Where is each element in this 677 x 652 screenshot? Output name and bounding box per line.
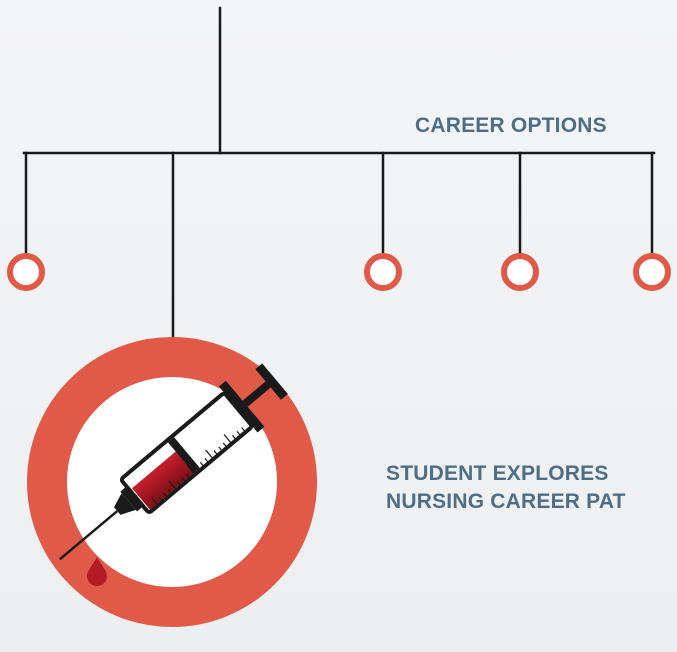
- career-option-node-2: [364, 253, 402, 291]
- student-explores-line-1: STUDENT EXPLORES: [386, 462, 609, 485]
- career-options-label: CAREER OPTIONS: [415, 114, 607, 137]
- student-explores-line-2: NURSING CAREER PAT: [386, 490, 626, 513]
- blood-drop-icon: [87, 557, 107, 586]
- career-option-node-3: [501, 253, 539, 291]
- career-option-node-4: [633, 253, 671, 291]
- syringe-icon: [58, 363, 288, 586]
- student-explores-label: STUDENT EXPLORES NURSING CAREER PAT: [386, 460, 626, 516]
- career-option-node-1: [7, 253, 45, 291]
